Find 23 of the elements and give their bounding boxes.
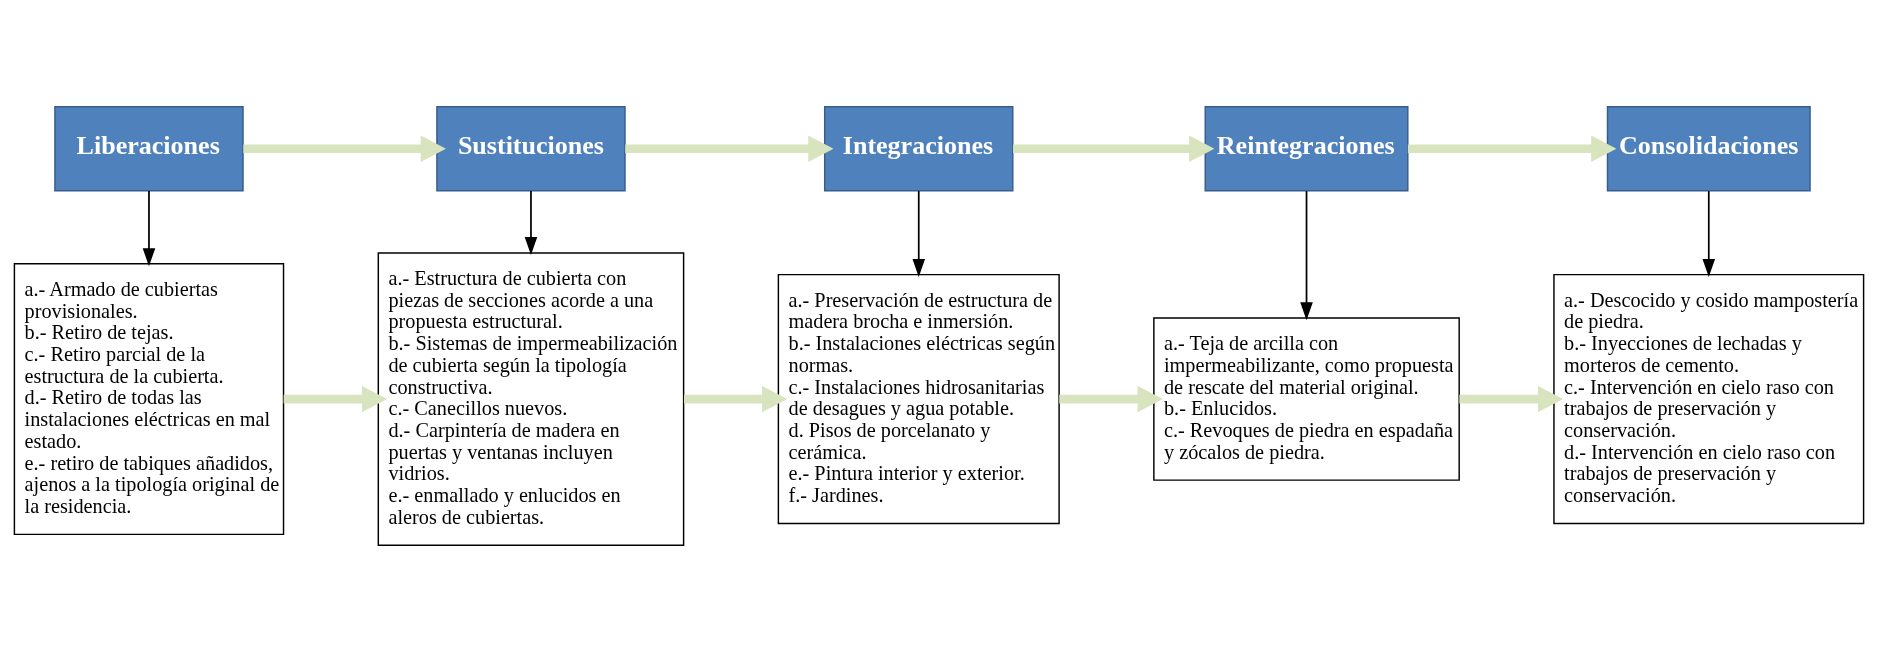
arrow bbox=[1459, 385, 1564, 412]
node-box: a.- Teja de arcilla con impermeabilizante, como propuesta de rescate del material original. b.- Enlucidos. c.- Revoques de piedra en espadaña y zócalos de piedra. bbox=[1153, 316, 1460, 481]
node-box: a.- Preservación de estructura de madera brocha e inmersión. b.- Instalaciones eléctricas según normas. c.- Instalaciones hidrosanitarias de desagues y agua potable. d. Pisos de porcelanato y cerámica. e.- Pintura interior y exterior. f.- Jardines. bbox=[777, 273, 1060, 524]
arrow bbox=[524, 189, 538, 255]
arrow bbox=[1300, 189, 1313, 320]
node-box: Liberaciones bbox=[54, 105, 244, 191]
node-box: Integraciones bbox=[823, 105, 1014, 191]
arrow bbox=[283, 385, 388, 412]
arrow bbox=[1013, 135, 1215, 162]
node-box: Reintegraciones bbox=[1204, 105, 1409, 191]
arrow bbox=[1407, 135, 1617, 162]
node-box: a.- Armado de cubiertas provisionales. b.- Retiro de tejas. c.- Retiro parcial de la estructura de la cubierta. d.- Retiro de todas las instalaciones eléctricas en mal estado. e.- retiro de tabiques añadidos, ajenos a la tipología original de la residencia. bbox=[13, 262, 285, 535]
node-box: Sustituciones bbox=[436, 105, 626, 191]
arrow bbox=[912, 189, 926, 277]
node-box: a.- Descocido y cosido mampostería de piedra. b.- Inyecciones de lechadas y morteros de cemento. c.- Intervención en cielo raso con trabajos de preservación y conservación. d.- Intervención en cielo raso con trabajos de preservación y conservación. bbox=[1553, 273, 1865, 524]
arrow bbox=[1059, 385, 1163, 412]
arrow bbox=[683, 385, 788, 412]
node-box: Consolidaciones bbox=[1606, 105, 1811, 191]
node-box: a.- Estructura de cubierta con piezas de secciones acorde a una propuesta estructural. b.- Sistemas de impermeabilización de cubierta según la tipología constructiva. c.- Canecillos nuevos. d.- Carpintería de madera en puertas y ventanas incluyen vidrios. e.- enmallado y enlucidos en aleros de cubiertas. bbox=[377, 251, 685, 546]
arrow bbox=[1702, 189, 1716, 277]
arrow bbox=[243, 135, 446, 162]
arrow bbox=[142, 189, 156, 266]
arrow bbox=[625, 135, 834, 162]
